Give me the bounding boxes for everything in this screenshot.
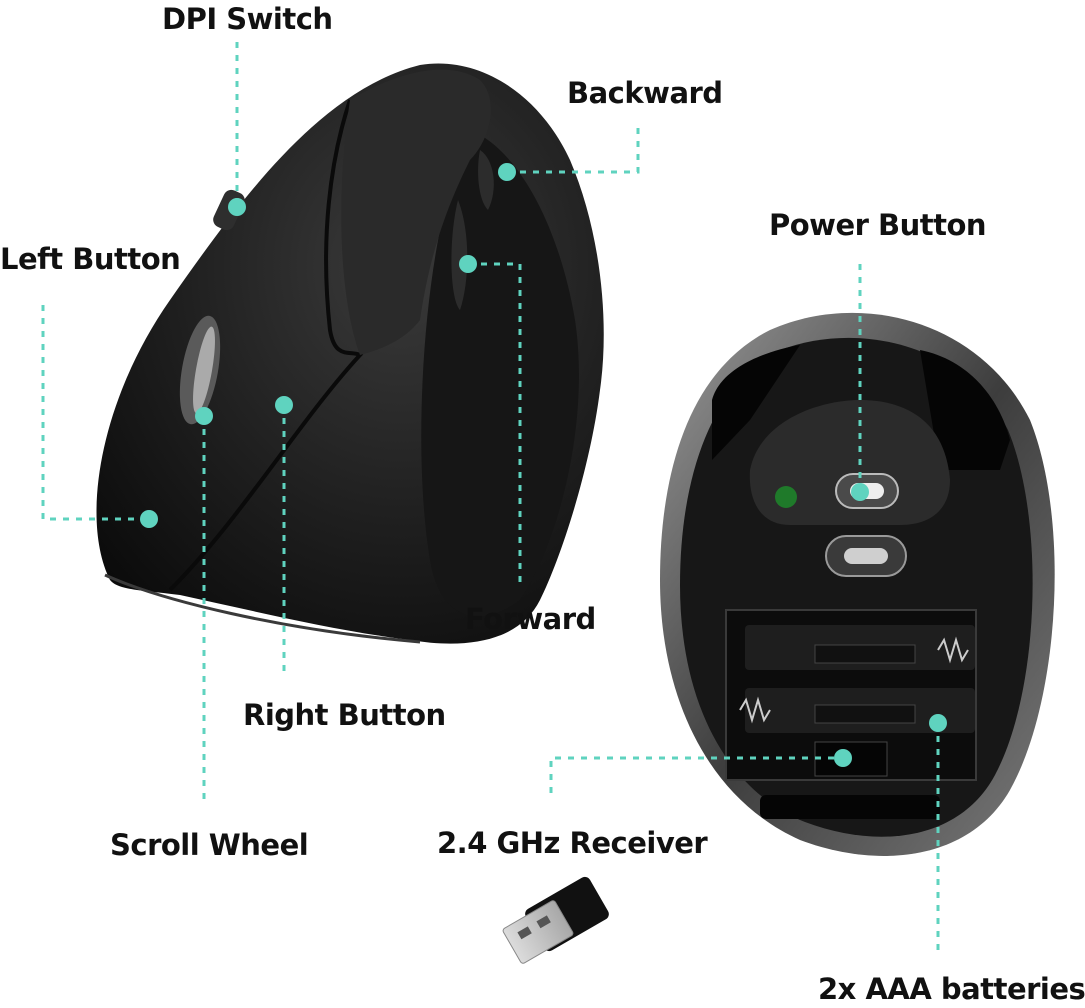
dpi-switch-marker [228, 198, 246, 216]
mouse-seam [168, 99, 364, 592]
receiver-label: 2.4 GHz Receiver [437, 826, 708, 860]
power-button-label: Power Button [769, 208, 987, 242]
vertical-mouse-side-view [96, 63, 604, 644]
callout-lines [41, 42, 940, 957]
right-button-label: Right Button [243, 698, 446, 732]
batteries-label: 2x AAA batteries [818, 972, 1085, 1006]
forward-marker [459, 255, 477, 273]
mouse-bottom-view [660, 312, 1055, 856]
switch-plate [749, 400, 950, 525]
dpi-switch-label: DPI Switch [162, 2, 333, 36]
forward-label: Forward [465, 602, 596, 636]
callout-dots [140, 163, 947, 767]
mouse-bottom-edge [104, 573, 421, 644]
scroll-wheel-marker [195, 407, 213, 425]
forward-side-button [451, 200, 468, 310]
left-button-label: Left Button [0, 242, 181, 276]
backward-side-button [478, 150, 494, 210]
mouse-top-shell [341, 69, 491, 355]
receiver-marker [834, 749, 852, 767]
top-cutout-right [920, 350, 1010, 470]
power-button-marker [851, 483, 869, 501]
usb-receiver-illustration [502, 876, 609, 964]
product-illustration [41, 42, 1055, 964]
right-button-marker [275, 396, 293, 414]
power-led [775, 486, 797, 508]
scroll-wheel-label: Scroll Wheel [110, 828, 309, 862]
top-cutout-left [712, 345, 800, 460]
batteries-marker [929, 714, 947, 732]
backward-label: Backward [567, 76, 723, 110]
left-button-marker [140, 510, 158, 528]
usb-plug [502, 900, 574, 964]
backward-marker [498, 163, 516, 181]
